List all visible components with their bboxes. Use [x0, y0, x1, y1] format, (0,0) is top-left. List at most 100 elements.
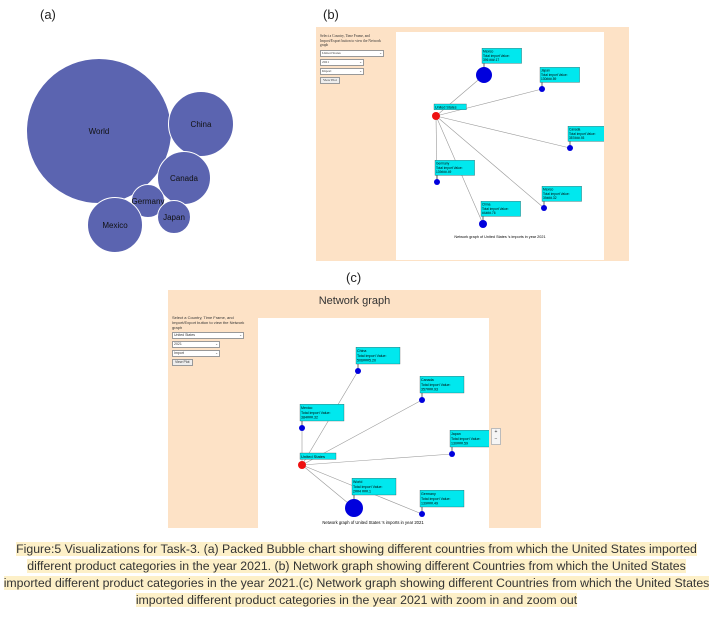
country-node[interactable] [434, 179, 440, 185]
year-select[interactable]: 2021⌄ [172, 341, 220, 348]
node-label-text: Total import Value: [436, 166, 463, 170]
country-node[interactable] [419, 511, 425, 517]
node-label-text: China [482, 203, 491, 207]
node-label-text: 506###5.20 [357, 359, 376, 363]
country-node[interactable] [449, 451, 455, 457]
country-select[interactable]: United States⌄ [172, 332, 244, 339]
node-label-text: Total import Value: [483, 54, 510, 58]
node-label-box [481, 48, 522, 64]
node-label-text: Mexico [543, 188, 553, 192]
node-label-text: Total import Value: [541, 73, 568, 77]
edge [435, 115, 571, 149]
chevron-down-icon: ⌄ [215, 342, 218, 346]
node-label-text: Germany [421, 492, 436, 496]
hub-node[interactable] [432, 112, 440, 120]
node-label-text: 130###.59 [541, 77, 556, 81]
chevron-down-icon: ⌄ [359, 68, 362, 73]
node-label-text: Total import Value: [569, 132, 596, 136]
node-label-box [355, 347, 401, 365]
zoom-out-button[interactable]: − [494, 436, 498, 442]
node-label-text: #4###.76 [482, 211, 496, 215]
bubble-mexico[interactable]: Mexico [87, 197, 143, 253]
node-label-text: 357###.93 [569, 136, 584, 140]
hub-node[interactable] [298, 461, 306, 469]
edge [435, 88, 543, 117]
country-node[interactable] [299, 425, 305, 431]
bubble-world[interactable]: World [26, 58, 172, 204]
view-plot-button[interactable]: View Plot [320, 76, 340, 84]
node-label-text: World [353, 480, 362, 484]
bubble-canada[interactable]: Canada [157, 151, 211, 205]
graph-caption: Network graph of United States 's import… [322, 520, 424, 525]
chevron-down-icon: ⌄ [239, 333, 242, 337]
node-label-text: Germany [436, 162, 450, 166]
node-label-text: Total import Value: [421, 383, 451, 387]
zoom-in-button[interactable]: + [494, 429, 498, 435]
country-node[interactable] [345, 499, 363, 517]
node-label-text: Canada [421, 378, 434, 382]
flow-select[interactable]: Import⌄ [320, 67, 364, 75]
panel-label-c: (c) [346, 270, 362, 285]
country-select[interactable]: United States⌄ [320, 49, 384, 57]
flow-select[interactable]: Import⌄ [172, 350, 220, 357]
node-label-box [539, 67, 580, 83]
node-label-text: Canada [569, 128, 581, 132]
node-label-text: 39###.32 [543, 196, 557, 200]
network-graph-app-b: Select a Country, Time Frame, and Import… [316, 27, 629, 261]
country-node[interactable] [567, 145, 573, 151]
graph-caption: Network graph of United States 's import… [454, 235, 545, 239]
node-label-box [351, 478, 397, 496]
view-plot-button[interactable]: View Plot [172, 359, 193, 366]
country-node[interactable] [479, 220, 487, 228]
node-label-text: Mexico [301, 406, 312, 410]
node-label-text: Total import Value: [357, 354, 387, 358]
node-label-box [419, 376, 465, 394]
year-select[interactable]: 2021⌄ [320, 58, 364, 66]
node-label-text: Total import Value: [421, 497, 451, 501]
node-label-box [299, 404, 345, 422]
bubble-label: Japan [163, 212, 185, 222]
node-label-box [419, 490, 465, 508]
node-label-box [480, 201, 521, 217]
node-label-text: Total import Value: [451, 437, 481, 441]
node-label-text: 384###.32 [301, 416, 318, 420]
country-node[interactable] [476, 67, 492, 83]
controls-sidebar: Select a Country, Time Frame, and Import… [320, 34, 390, 84]
node-label-text: 139###.49 [421, 502, 438, 506]
node-label-text: 130###.59 [451, 442, 468, 446]
country-node[interactable] [539, 86, 545, 92]
bubble-label: World [88, 126, 110, 136]
country-node[interactable] [419, 397, 425, 403]
edge [301, 453, 453, 466]
node-label-text: Total import Value: [482, 207, 509, 211]
hub-label: United States [301, 454, 325, 459]
node-label-box [541, 186, 582, 202]
bubble-china[interactable]: China [168, 91, 234, 157]
bubble-label: China [190, 119, 212, 129]
controls-prompt: Select a Country, Time Frame, and Import… [172, 315, 245, 330]
node-label-text: 2##4 ###.1 [353, 490, 371, 494]
zoom-controls: + − [491, 428, 501, 445]
bubble-label: Mexico [102, 220, 128, 230]
node-label-text: Total import Value: [301, 411, 331, 415]
bubble-japan[interactable]: Japan [157, 200, 191, 234]
node-label-text: Total import Value: [543, 192, 570, 196]
country-node[interactable] [355, 368, 361, 374]
node-label-text: 139###.49 [436, 170, 451, 174]
chevron-down-icon: ⌄ [379, 50, 382, 55]
packed-bubble-chart: World China Canada Germany Japan Mexico [0, 0, 300, 270]
node-label-box [433, 103, 467, 110]
edge [435, 115, 545, 209]
hub-label: United States [435, 105, 457, 109]
edge [301, 464, 355, 509]
country-node[interactable] [541, 205, 547, 211]
chevron-down-icon: ⌄ [359, 59, 362, 64]
bubble-label: Germany [131, 196, 165, 206]
panel-label-a: (a) [40, 7, 56, 22]
page-title: Network graph [318, 295, 391, 307]
node-label-text: 357###.93 [421, 388, 438, 392]
